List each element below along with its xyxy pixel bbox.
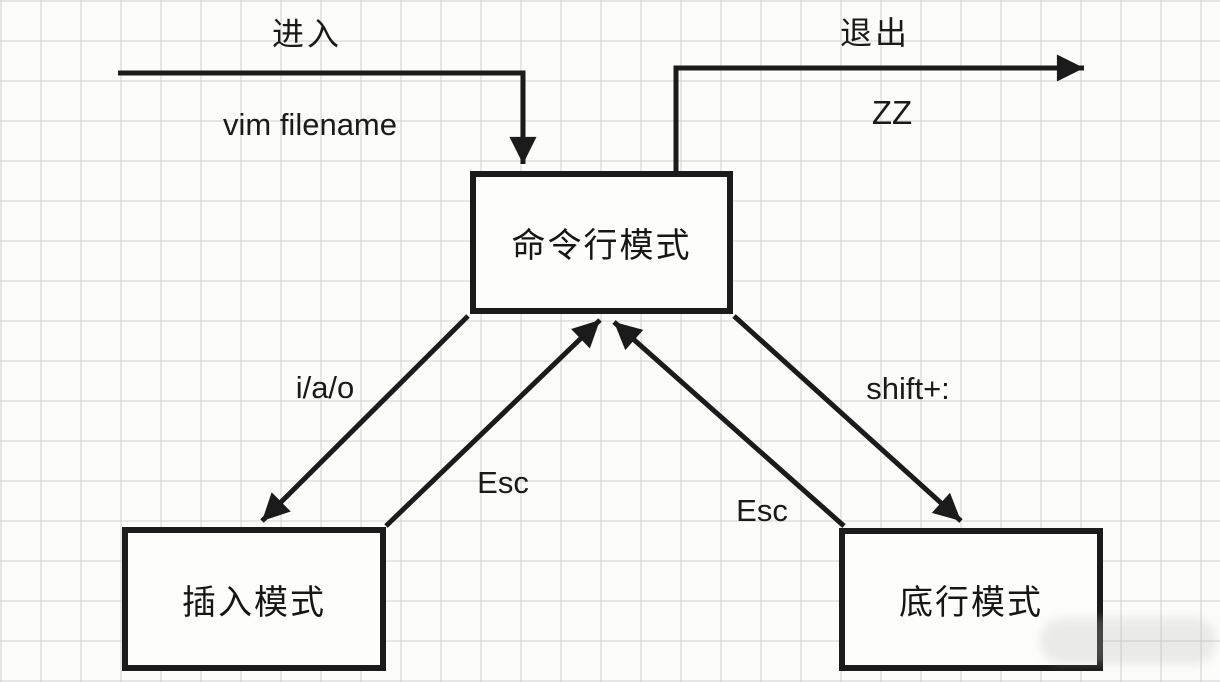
from-insert-arrow <box>384 318 602 528</box>
node-command-mode-label: 命令行模式 <box>511 227 692 265</box>
exit-edge-label: 退出 <box>839 15 911 51</box>
from-lastline-edge-label: Esc <box>736 493 788 528</box>
to-lastline-edge-label: shift+: <box>866 371 950 406</box>
exit-arrow <box>673 54 1084 171</box>
enter-edge-command-label: vim filename <box>223 107 397 142</box>
watermark-smudge <box>1040 618 1216 664</box>
to-insert-arrow <box>260 314 470 523</box>
node-insert-mode-label: 插入模式 <box>182 583 326 622</box>
node-command-mode: 命令行模式 <box>470 171 733 314</box>
node-lastline-mode: 底行模式 <box>839 528 1103 671</box>
from-insert-edge-label: Esc <box>477 465 529 500</box>
to-insert-edge-label: i/a/o <box>295 370 355 405</box>
enter-edge-label: 进入 <box>271 16 343 52</box>
to-lastline-arrow <box>732 314 963 523</box>
enter-arrow <box>118 70 537 164</box>
node-insert-mode: 插入模式 <box>122 527 386 671</box>
node-lastline-mode-label: 底行模式 <box>899 584 1043 622</box>
exit-edge-command-label: ZZ <box>871 94 913 131</box>
from-lastline-arrow <box>612 320 846 528</box>
